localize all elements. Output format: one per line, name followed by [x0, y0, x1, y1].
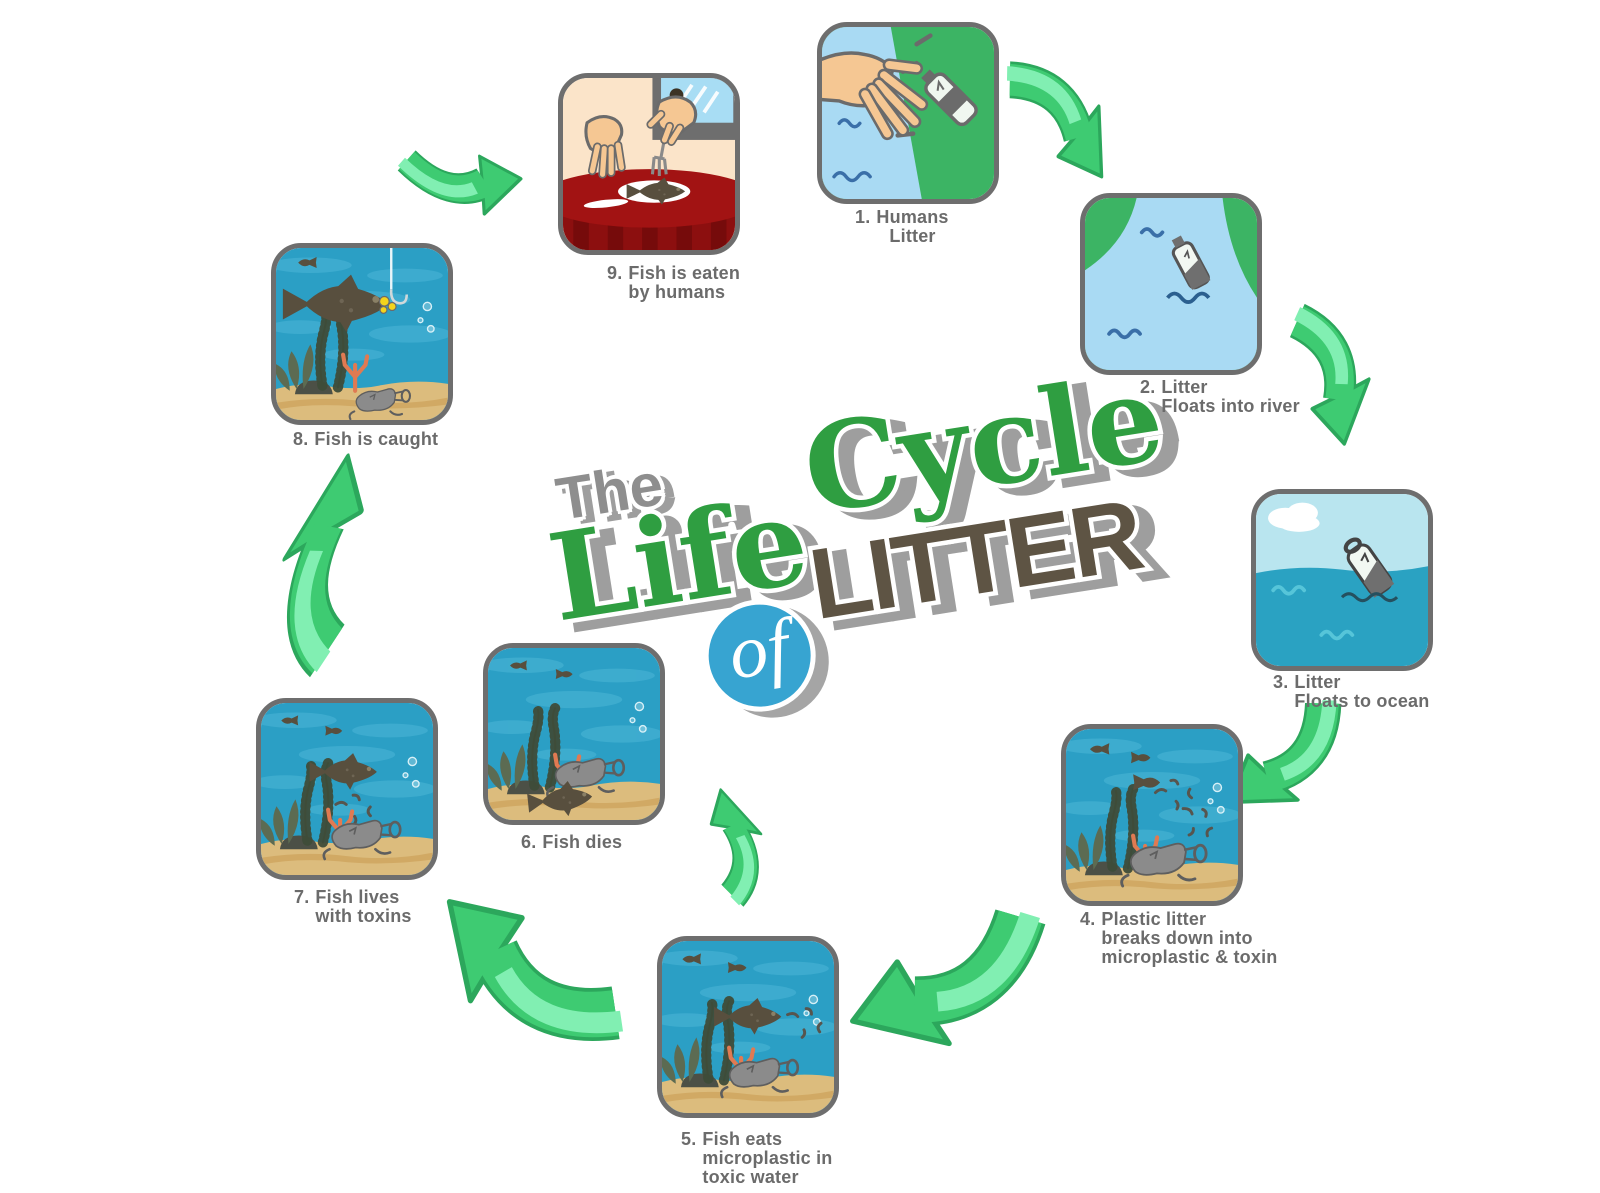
fishing-hook-icon [389, 289, 409, 305]
cloud-icon [1268, 502, 1320, 532]
throwing-hand-icon [822, 51, 929, 141]
left-hand-icon [584, 114, 626, 179]
step-8-panel [271, 243, 453, 425]
right-hand-icon [646, 88, 698, 146]
floating-bottle-icon [1343, 537, 1395, 598]
step-6-panel [483, 643, 665, 825]
arrow-step6-to-step7-icon [426, 852, 647, 1082]
arrow-step2-to-step3-icon [1249, 296, 1396, 454]
step-6-caption: 6. Fish dies [521, 832, 623, 852]
bait-icon [378, 295, 397, 314]
title-word-of: of [722, 603, 795, 696]
plastic-bottle-icon [921, 69, 978, 127]
ocean-waves-icon [1271, 585, 1355, 641]
step-3-panel [1251, 489, 1433, 671]
arrow-step8-to-step9-icon [384, 96, 533, 248]
knife-icon [583, 199, 629, 208]
step-1-panel [817, 22, 999, 204]
arrow-step1-to-step2-icon [992, 50, 1115, 191]
step-4-panel [1061, 724, 1243, 906]
step-5-panel [657, 936, 839, 1118]
step-8-caption: 8. Fish is caught [293, 429, 439, 449]
step-7-panel [256, 698, 438, 880]
floating-bottle-icon [1171, 235, 1211, 290]
arrow-step5-to-step6-icon [663, 779, 796, 916]
step-2-panel [1080, 193, 1262, 375]
arrow-step7-to-step8-icon [229, 440, 436, 690]
ripple-icon [1166, 291, 1211, 304]
step-9-panel [558, 73, 740, 255]
water-waves-icon [832, 118, 872, 183]
ripple-icon [1340, 592, 1399, 603]
arrow-step4-to-step5-icon [840, 865, 1054, 1073]
water-waves-icon [1107, 227, 1165, 340]
